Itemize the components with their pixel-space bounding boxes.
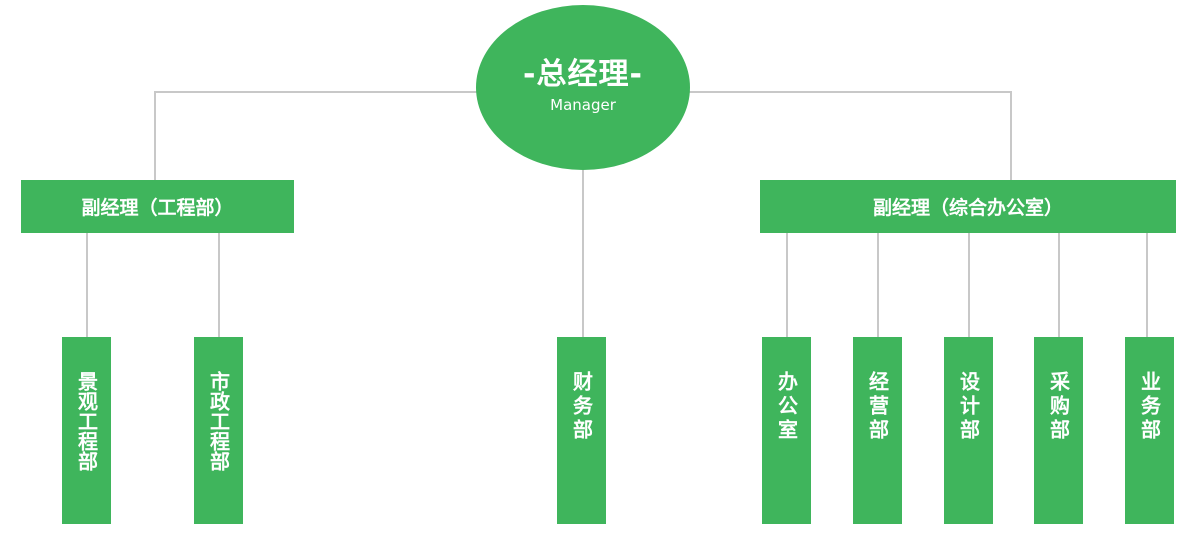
connector-ceo-to-vp-engineering (154, 91, 480, 180)
dept-business: 业务部 (1125, 337, 1174, 524)
dept-finance: 财务部 (557, 337, 606, 524)
dept-label: 采购部 (1046, 371, 1071, 443)
dept-label: 财务部 (569, 371, 594, 443)
dept-label: 设计部 (956, 371, 981, 443)
dept-label: 市政工程部 (206, 371, 231, 471)
ceo-subtitle: Manager (550, 95, 616, 114)
ceo-title: -总经理- (523, 56, 643, 92)
ceo-node: -总经理- Manager (476, 5, 690, 170)
dept-label: 业务部 (1137, 371, 1162, 443)
vp-admin-node: 副经理（综合办公室） (760, 180, 1176, 233)
dept-office: 办公室 (762, 337, 811, 524)
vp-admin-label: 副经理（综合办公室） (872, 197, 1063, 219)
dept-operations: 经营部 (853, 337, 902, 524)
connector-ceo-to-vp-admin (688, 91, 1012, 180)
vp-engineering-node: 副经理（工程部） (21, 180, 294, 233)
dept-municipal-engineering: 市政工程部 (194, 337, 243, 524)
vp-engineering-label: 副经理（工程部） (81, 197, 234, 219)
dept-procurement: 采购部 (1034, 337, 1083, 524)
dept-label: 景观工程部 (74, 371, 99, 471)
dept-landscape-engineering: 景观工程部 (62, 337, 111, 524)
dept-design: 设计部 (944, 337, 993, 524)
dept-label: 经营部 (865, 371, 890, 443)
dept-label: 办公室 (774, 371, 799, 443)
